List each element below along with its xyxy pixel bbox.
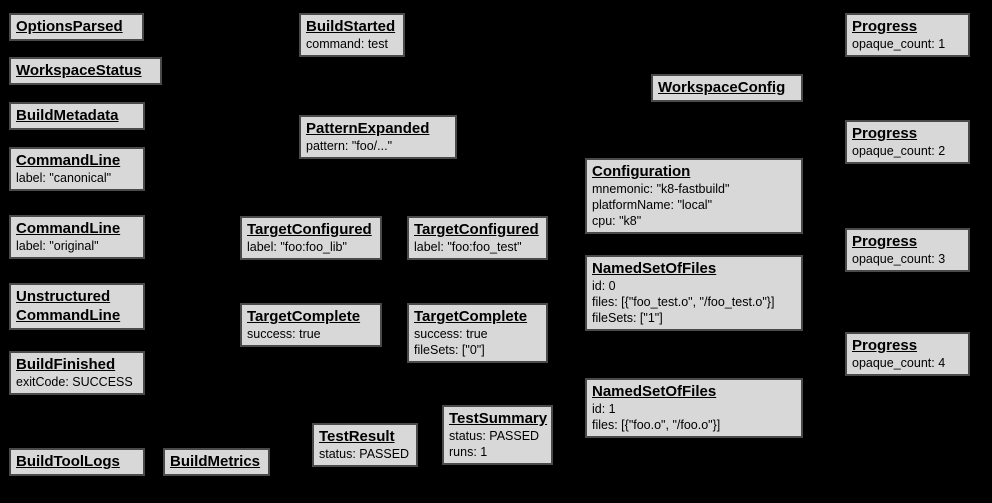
event-box-target-complete-foo-test: TargetComplete success: true fileSets: [… [407, 303, 548, 363]
event-field: command: test [306, 37, 388, 51]
event-field: opaque_count: 1 [852, 37, 946, 51]
event-box-progress-3: Progress opaque_count: 3 [845, 228, 970, 272]
event-title: TestResult [319, 428, 395, 445]
event-box-target-complete-foo-lib: TargetComplete success: true [240, 303, 382, 347]
event-title: NamedSetOfFiles [592, 260, 717, 277]
event-field: label: "foo:foo_test" [414, 240, 522, 254]
event-field: opaque_count: 3 [852, 252, 946, 266]
event-box-build-started: BuildStarted command: test [299, 13, 405, 57]
event-field: success: true [247, 327, 321, 341]
event-title: TargetConfigured [247, 221, 372, 238]
event-field: success: true [414, 327, 488, 341]
event-box-options-parsed: OptionsParsed [9, 13, 144, 41]
event-field: exitCode: SUCCESS [16, 375, 133, 389]
event-field: runs: 1 [449, 445, 488, 459]
event-title: OptionsParsed [16, 18, 123, 35]
event-box-progress-4: Progress opaque_count: 4 [845, 332, 970, 376]
event-box-test-summary: TestSummary status: PASSED runs: 1 [442, 405, 553, 465]
event-box-target-configured-foo-test: TargetConfigured label: "foo:foo_test" [407, 216, 548, 260]
event-title: BuildStarted [306, 18, 396, 35]
event-box-named-set-of-files-1: NamedSetOfFiles id: 1 files: [{"foo.o", … [585, 378, 803, 438]
event-field: files: [{"foo.o", "/foo.o"}] [592, 418, 721, 432]
event-title: WorkspaceStatus [16, 62, 142, 79]
event-title: BuildMetadata [16, 107, 119, 124]
event-box-workspace-config: WorkspaceConfig [651, 74, 803, 102]
event-box-build-metrics: BuildMetrics [163, 448, 270, 476]
event-box-build-tool-logs: BuildToolLogs [9, 448, 145, 476]
event-field: id: 1 [592, 402, 616, 416]
event-title: Unstructured CommandLine [16, 288, 121, 324]
event-box-named-set-of-files-0: NamedSetOfFiles id: 0 files: [{"foo_test… [585, 255, 803, 331]
event-title: BuildFinished [16, 356, 116, 373]
event-field: fileSets: ["0"] [414, 343, 485, 357]
event-field: mnemonic: "k8-fastbuild" [592, 182, 730, 196]
event-title: Progress [852, 125, 918, 142]
event-box-command-line-original: CommandLine label: "original" [9, 215, 145, 259]
event-box-test-result: TestResult status: PASSED [312, 423, 418, 467]
event-box-build-finished: BuildFinished exitCode: SUCCESS [9, 351, 145, 395]
event-title: BuildMetrics [170, 453, 261, 470]
event-field: label: "canonical" [16, 171, 112, 185]
event-title: PatternExpanded [306, 120, 430, 137]
event-title: Progress [852, 337, 918, 354]
event-box-pattern-expanded: PatternExpanded pattern: "foo/..." [299, 115, 457, 159]
event-field: cpu: "k8" [592, 214, 642, 228]
event-box-configuration: Configuration mnemonic: "k8-fastbuild" p… [585, 158, 803, 234]
event-field: platformName: "local" [592, 198, 713, 212]
event-field: id: 0 [592, 279, 616, 293]
event-box-target-configured-foo-lib: TargetConfigured label: "foo:foo_lib" [240, 216, 382, 260]
event-field: fileSets: ["1"] [592, 311, 663, 325]
event-title: TargetComplete [247, 308, 361, 325]
event-field: files: [{"foo_test.o", "/foo_test.o"}] [592, 295, 775, 309]
event-field: opaque_count: 2 [852, 144, 946, 158]
event-title: Configuration [592, 163, 691, 180]
event-title: TestSummary [449, 410, 548, 427]
event-box-progress-2: Progress opaque_count: 2 [845, 120, 970, 164]
event-title: Progress [852, 233, 918, 250]
event-box-command-line-canonical: CommandLine label: "canonical" [9, 147, 145, 191]
event-title: NamedSetOfFiles [592, 383, 717, 400]
event-box-workspace-status: WorkspaceStatus [9, 57, 162, 85]
event-field: label: "original" [16, 239, 99, 253]
event-box-unstructured-command-line: Unstructured CommandLine [9, 283, 145, 330]
event-title: CommandLine [16, 152, 121, 169]
event-title: CommandLine [16, 220, 121, 237]
event-title: BuildToolLogs [16, 453, 120, 470]
event-title: WorkspaceConfig [658, 79, 786, 96]
event-field: status: PASSED [449, 429, 540, 443]
event-box-build-metadata: BuildMetadata [9, 102, 145, 130]
event-title: Progress [852, 18, 918, 35]
event-field: opaque_count: 4 [852, 356, 946, 370]
event-field: label: "foo:foo_lib" [247, 240, 347, 254]
event-box-progress-1: Progress opaque_count: 1 [845, 13, 970, 57]
event-field: pattern: "foo/..." [306, 139, 393, 153]
event-field: status: PASSED [319, 447, 410, 461]
event-title: TargetConfigured [414, 221, 539, 238]
event-title: TargetComplete [414, 308, 528, 325]
